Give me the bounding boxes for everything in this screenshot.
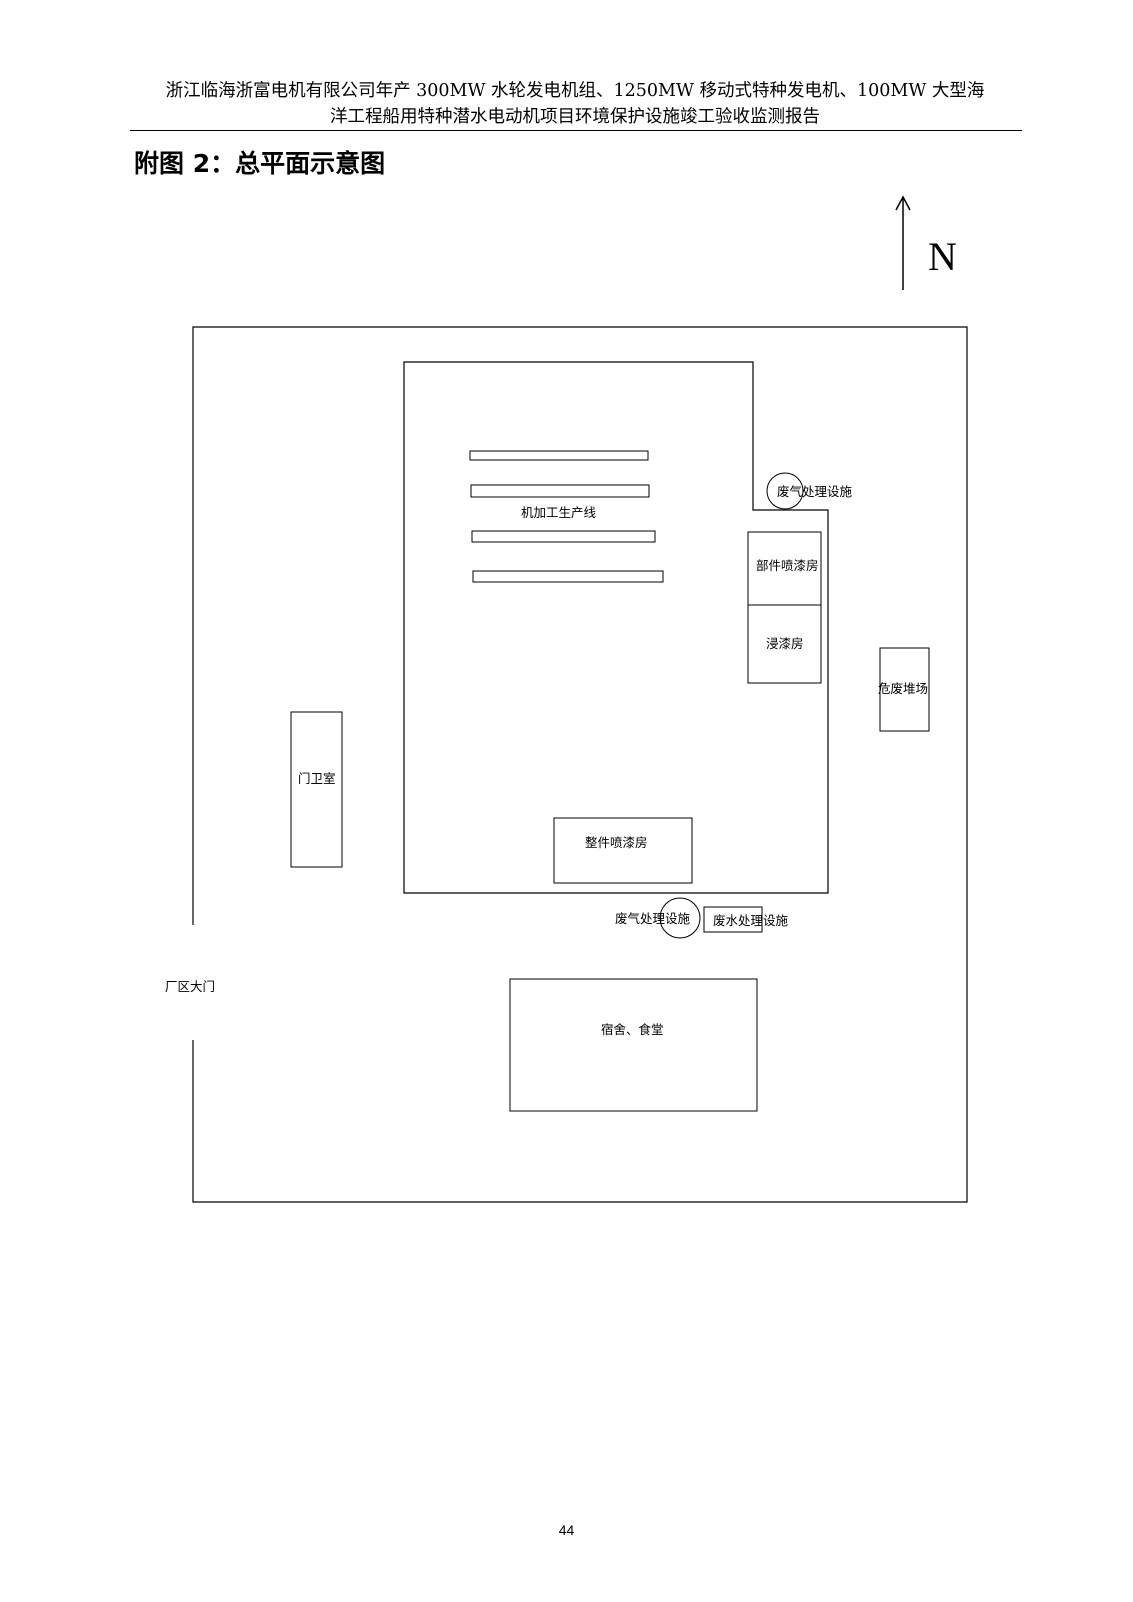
whole-spray-room [553, 817, 693, 884]
machining-lines [469, 450, 664, 583]
figure-title: 附图 2：总平面示意图 [134, 149, 386, 178]
production-line [470, 484, 650, 498]
north-arrow-icon [895, 195, 911, 290]
site-boundary [192, 326, 968, 1203]
north-label: N [928, 234, 957, 279]
hazardous-waste-yard-label: 危废堆场 [878, 681, 928, 696]
waste-gas-facility-2-label: 废气处理设施 [615, 911, 691, 926]
wastewater-facility [703, 906, 763, 933]
parts-spray-room-label: 部件喷漆房 [756, 558, 819, 573]
page-number: 44 [558, 1522, 575, 1538]
wastewater-facility-label: 废水处理设施 [713, 913, 789, 928]
dip-paint-room-label: 浸漆房 [766, 636, 804, 651]
whole-spray-room-label: 整件喷漆房 [585, 835, 648, 850]
report-header: 浙江临海浙富电机有限公司年产 300MW 水轮发电机组、1250MW 移动式特种… [128, 78, 1022, 130]
dormitory-canteen-label: 宿舍、食堂 [601, 1022, 664, 1037]
production-line [472, 570, 664, 583]
header-rule [130, 130, 1022, 131]
dip-paint-room [747, 604, 822, 684]
waste-gas-facility-1-label: 废气处理设施 [777, 484, 853, 499]
header-line-2: 洋工程船用特种潜水电动机项目环境保护设施竣工验收监测报告 [330, 107, 820, 127]
production-line [471, 530, 656, 543]
guard-room [290, 711, 343, 868]
guard-room-label: 门卫室 [298, 771, 336, 786]
main-workshop [403, 361, 829, 894]
machining-line-label: 机加工生产线 [521, 505, 597, 520]
hazardous-waste-yard [879, 647, 930, 732]
waste-gas-facility-1 [766, 472, 804, 510]
plant-gate-label: 厂区大门 [165, 979, 215, 994]
waste-gas-facility-2 [659, 897, 701, 939]
production-line [469, 450, 649, 461]
header-line-1: 浙江临海浙富电机有限公司年产 300MW 水轮发电机组、1250MW 移动式特种… [165, 81, 985, 101]
dormitory-canteen [509, 978, 758, 1112]
